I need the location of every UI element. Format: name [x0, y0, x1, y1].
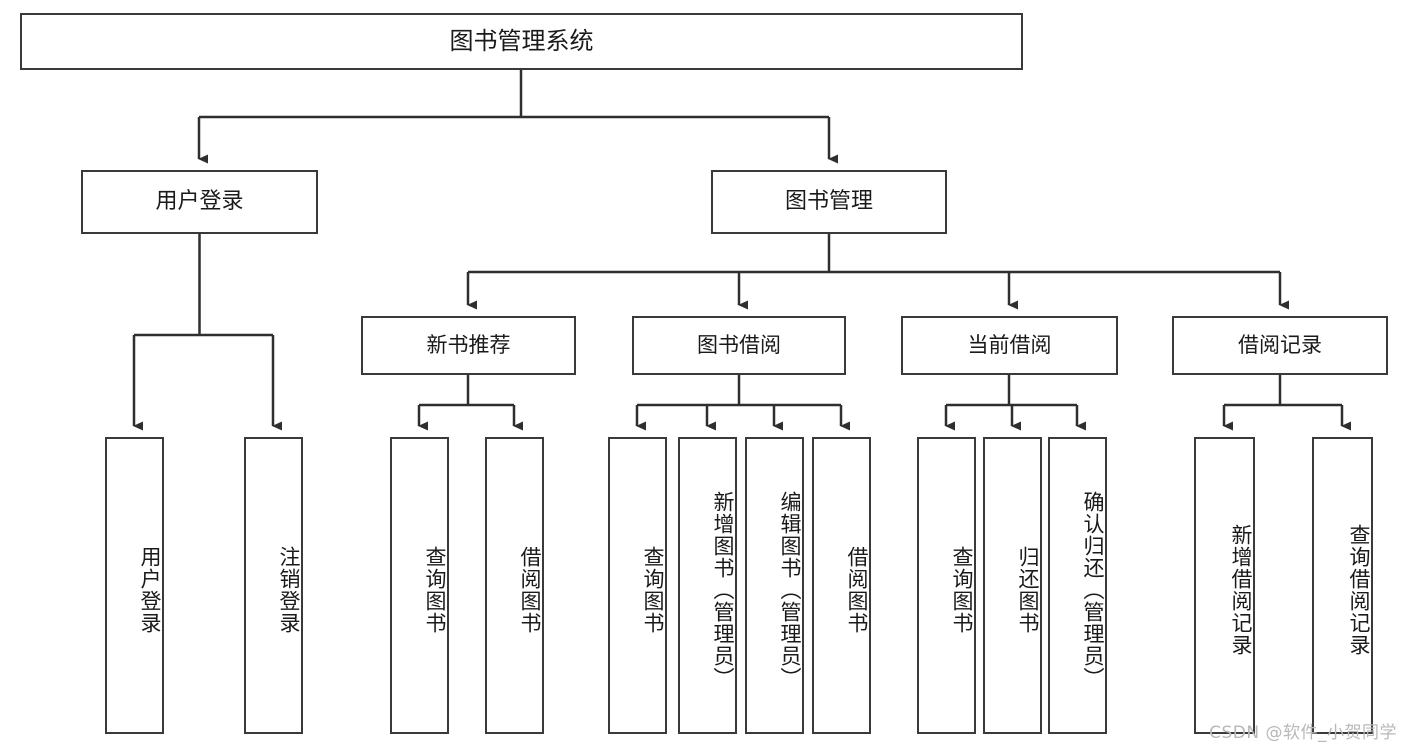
- node-label: 查询图书: [641, 545, 665, 634]
- level2-node-1[interactable]: 图书借阅: [632, 316, 846, 375]
- leaf-node-9[interactable]: 归还图书: [983, 437, 1042, 734]
- node-label: 编辑图书（管理员）: [778, 490, 802, 689]
- level1-node-0[interactable]: 用户登录: [81, 170, 318, 234]
- level2-node-0[interactable]: 新书推荐: [361, 316, 576, 375]
- node-label: 注销登录: [277, 545, 301, 634]
- node-label: 归还图书: [1016, 545, 1040, 634]
- node-label: 新书推荐: [426, 333, 511, 358]
- leaf-node-0[interactable]: 用户登录: [105, 437, 164, 734]
- level2-node-3[interactable]: 借阅记录: [1172, 316, 1388, 375]
- leaf-node-11[interactable]: 新增借阅记录: [1194, 437, 1255, 734]
- root-node[interactable]: 图书管理系统: [20, 13, 1023, 70]
- node-label: 借阅记录: [1238, 333, 1322, 358]
- leaf-node-1[interactable]: 注销登录: [244, 437, 303, 734]
- node-label: 用户登录: [138, 545, 162, 634]
- leaf-node-5[interactable]: 新增图书（管理员）: [678, 437, 737, 734]
- level1-node-1[interactable]: 图书管理: [711, 170, 947, 234]
- node-label: 查询图书: [950, 545, 974, 634]
- node-label: 图书借阅: [697, 333, 781, 358]
- node-label: 借阅图书: [845, 545, 869, 634]
- leaf-node-12[interactable]: 查询借阅记录: [1312, 437, 1373, 734]
- leaf-node-3[interactable]: 借阅图书: [485, 437, 544, 734]
- node-label: 借阅图书: [518, 545, 542, 634]
- node-label: 查询借阅记录: [1347, 523, 1371, 656]
- leaf-node-8[interactable]: 查询图书: [917, 437, 976, 734]
- leaf-node-6[interactable]: 编辑图书（管理员）: [745, 437, 804, 734]
- node-label: 当前借阅: [967, 333, 1052, 358]
- node-label: 图书管理系统: [449, 27, 594, 56]
- leaf-node-2[interactable]: 查询图书: [390, 437, 449, 734]
- connector-lines: [132, 70, 1351, 431]
- leaf-node-10[interactable]: 确认归还（管理员）: [1048, 437, 1107, 734]
- node-label: 新增图书（管理员）: [711, 490, 735, 689]
- leaf-node-4[interactable]: 查询图书: [608, 437, 667, 734]
- node-label: 图书管理: [784, 189, 873, 215]
- node-label: 确认归还（管理员）: [1081, 490, 1105, 689]
- level2-node-2[interactable]: 当前借阅: [901, 316, 1118, 375]
- node-label: 查询图书: [423, 545, 447, 634]
- node-label: 用户登录: [155, 189, 244, 215]
- node-label: 新增借阅记录: [1229, 523, 1253, 656]
- leaf-node-7[interactable]: 借阅图书: [812, 437, 871, 734]
